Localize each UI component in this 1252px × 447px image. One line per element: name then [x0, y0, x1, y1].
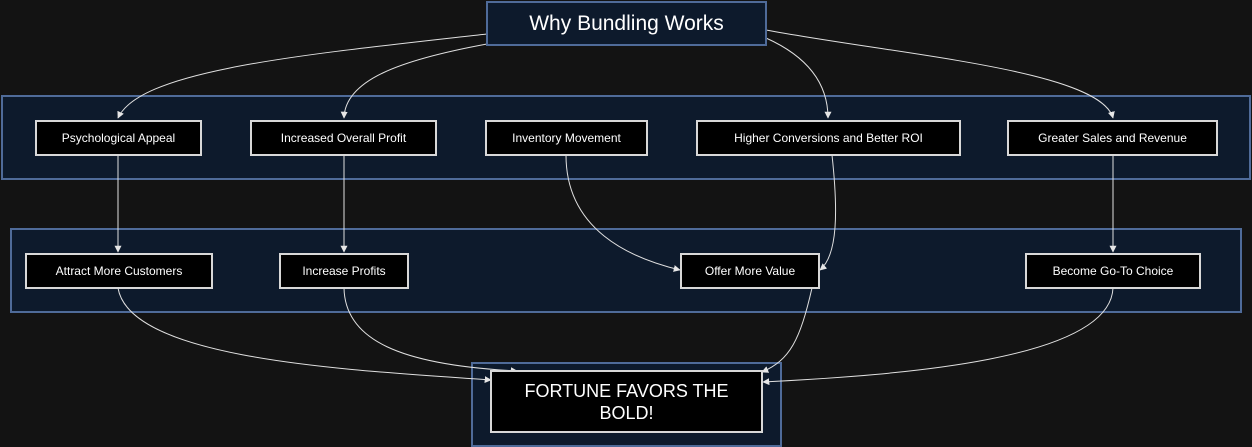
- node-label: Inventory Movement: [512, 131, 621, 145]
- node-fortune-favors-the-bold[interactable]: FORTUNE FAVORS THE BOLD!: [490, 370, 763, 433]
- title-node[interactable]: Why Bundling Works: [486, 1, 767, 46]
- node-label: Increase Profits: [302, 264, 386, 278]
- node-label: Become Go-To Choice: [1052, 264, 1174, 278]
- node-inventory-movement[interactable]: Inventory Movement: [485, 120, 648, 156]
- node-label: Offer More Value: [704, 264, 796, 278]
- node-psychological-appeal[interactable]: Psychological Appeal: [35, 120, 202, 156]
- node-label: Higher Conversions and Better ROI: [734, 131, 923, 145]
- node-label: Increased Overall Profit: [280, 131, 407, 145]
- node-become-go-to-choice[interactable]: Become Go-To Choice: [1025, 253, 1201, 289]
- node-label: Psychological Appeal: [61, 131, 176, 145]
- node-label: Greater Sales and Revenue: [1038, 131, 1187, 145]
- node-label: Attract More Customers: [55, 264, 183, 278]
- node-offer-more-value[interactable]: Offer More Value: [680, 253, 820, 289]
- node-attract-more-customers[interactable]: Attract More Customers: [25, 253, 213, 289]
- conclusion-label: FORTUNE FAVORS THE BOLD!: [524, 380, 729, 423]
- node-greater-sales[interactable]: Greater Sales and Revenue: [1007, 120, 1218, 156]
- node-increase-profits[interactable]: Increase Profits: [279, 253, 409, 289]
- node-increased-overall-profit[interactable]: Increased Overall Profit: [250, 120, 437, 156]
- title-label: Why Bundling Works: [529, 11, 724, 35]
- node-higher-conversions[interactable]: Higher Conversions and Better ROI: [696, 120, 961, 156]
